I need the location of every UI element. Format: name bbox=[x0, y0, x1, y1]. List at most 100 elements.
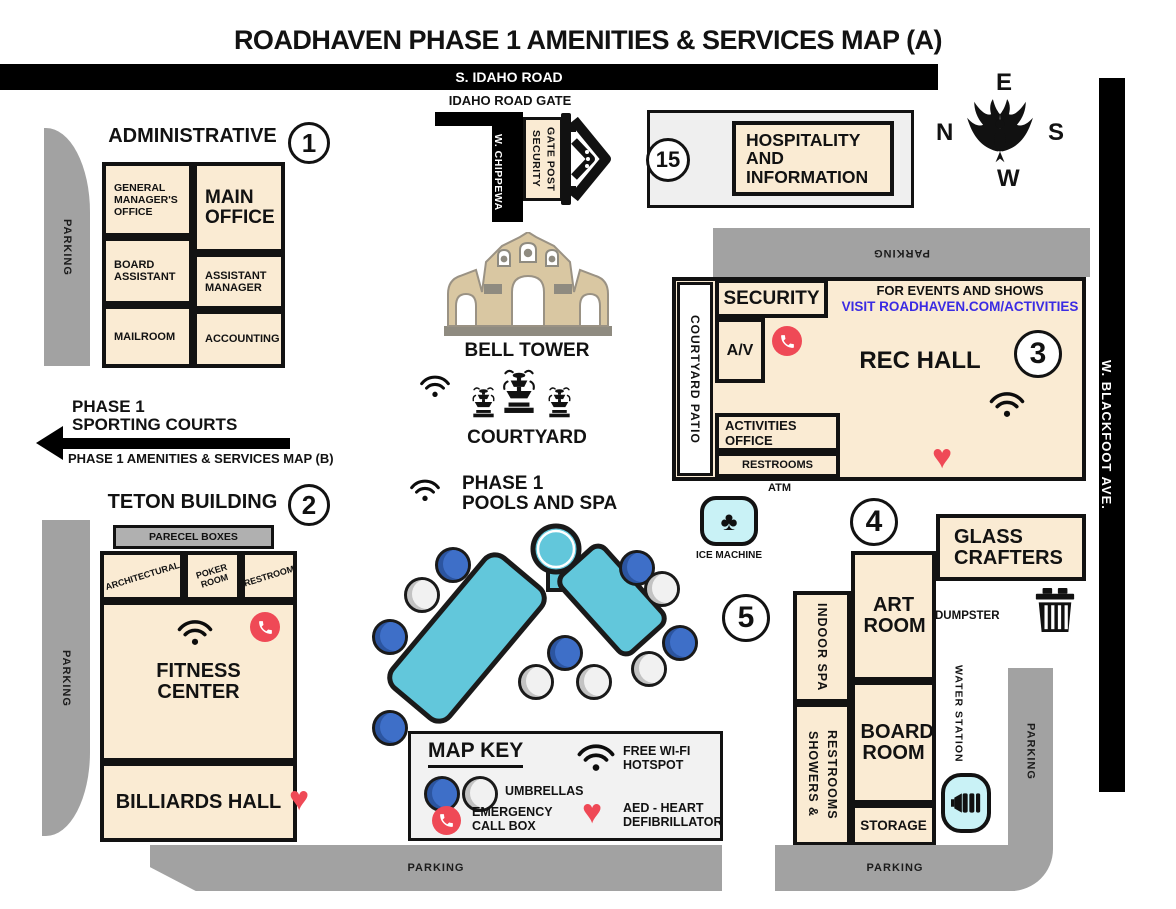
blackfoot-ave: W. BLACKFOOT AVE. bbox=[1099, 78, 1125, 792]
room-mailroom: MAILROOM bbox=[102, 305, 193, 368]
room-storage-label: STORAGE bbox=[860, 817, 927, 833]
room-board-room-label: BOARD ROOM bbox=[860, 720, 934, 764]
events-line2: VISIT ROADHAVEN.COM/ACTIVITIES bbox=[841, 299, 1079, 314]
map-key-wifi-label: FREE WI-FI HOTSPOT bbox=[623, 744, 691, 772]
room-glass-crafters: GLASS CRAFTERS bbox=[936, 514, 1086, 581]
spa bbox=[530, 523, 582, 575]
sporting-courts-line1: PHASE 1 bbox=[72, 397, 145, 416]
east-number-4-text: 4 bbox=[865, 505, 883, 538]
umbrella-blue bbox=[372, 710, 408, 746]
pools-and-spa bbox=[387, 523, 667, 724]
ice-machine-icon: ♣ bbox=[720, 506, 738, 536]
parking-teton-west-label: PARKING bbox=[60, 649, 72, 707]
chippewa-road: W. CHIPPEWA bbox=[492, 112, 523, 222]
east-number-5: 5 bbox=[722, 594, 770, 642]
administrative-title: ADMINISTRATIVE bbox=[108, 125, 277, 147]
teton-number-text: 2 bbox=[301, 489, 317, 520]
map-key-emergency-label: EMERGENCY CALL BOX bbox=[472, 805, 553, 833]
pools-label-line2: POOLS AND SPA bbox=[462, 493, 618, 514]
room-teton-restroom-label: RESTROOM bbox=[242, 563, 296, 589]
room-rec-restrooms-label: RESTROOMS bbox=[742, 459, 813, 471]
parking-bottom-left: PARKING bbox=[150, 845, 722, 891]
courtyard-patio: COURTYARD PATIO bbox=[677, 282, 713, 476]
room-billiards-label: BILLIARDS HALL bbox=[115, 790, 282, 813]
umbrella-blue bbox=[547, 635, 583, 671]
room-poker-label: POKER ROOM bbox=[194, 561, 229, 590]
room-billiards-hall: BILLIARDS HALL bbox=[100, 762, 297, 842]
room-accounting-label: ACCOUNTING bbox=[205, 333, 280, 345]
room-art-room: ART ROOM bbox=[851, 551, 936, 681]
room-architectural-label: ARCHITECTURAL bbox=[103, 559, 181, 593]
sporting-courts-arrow bbox=[60, 438, 290, 449]
parking-rec-hall: PARKING bbox=[713, 228, 1090, 277]
sporting-courts-arrowhead bbox=[36, 426, 63, 460]
page-title: ROADHAVEN PHASE 1 AMENITIES & SERVICES M… bbox=[233, 25, 943, 55]
umbrella-white bbox=[518, 664, 554, 700]
parking-east-vertical-label: PARKING bbox=[1024, 723, 1037, 780]
map-key-umbrella-white bbox=[462, 776, 498, 812]
wifi-icon-fitness bbox=[177, 620, 213, 645]
umbrella-white bbox=[576, 664, 612, 700]
emergency-callbox-icon-rec-hall bbox=[772, 326, 802, 356]
rec-hall-number-text: 3 bbox=[1029, 337, 1047, 370]
room-glass-crafters-label: GLASS CRAFTERS bbox=[954, 525, 1063, 569]
blackfoot-ave-label: W. BLACKFOOT AVE. bbox=[1099, 360, 1114, 510]
compass-w: W bbox=[997, 165, 1020, 192]
security-gate-post: SECURITY GATE POST bbox=[523, 117, 563, 201]
security-gate-post-label: SECURITY GATE POST bbox=[530, 126, 557, 192]
fountain-icon-small-left bbox=[472, 387, 495, 418]
room-storage: STORAGE bbox=[851, 804, 936, 846]
ice-machine: ♣ bbox=[700, 496, 758, 546]
idaho-road-label: S. IDAHO ROAD bbox=[455, 69, 563, 85]
room-security-label: SECURITY bbox=[723, 287, 820, 309]
compass-n: N bbox=[936, 119, 954, 146]
umbrella-white bbox=[631, 651, 667, 687]
fountain-icon-small-right bbox=[548, 387, 571, 418]
water-station bbox=[941, 773, 991, 833]
emergency-callbox-icon-fitness bbox=[250, 612, 280, 642]
room-assistant-manager: ASSISTANT MANAGER bbox=[193, 253, 285, 310]
aed-heart-icon-key: ♥ bbox=[582, 793, 603, 831]
room-rec-restrooms: RESTROOMS bbox=[715, 452, 840, 478]
east-number-4: 4 bbox=[850, 498, 898, 546]
dumpster-icon bbox=[1035, 588, 1075, 633]
ornamental-gate-icon bbox=[561, 113, 611, 205]
room-indoor-spa: INDOOR SPA bbox=[793, 591, 851, 703]
wifi-icon-courtyard bbox=[420, 375, 450, 397]
umbrella-white bbox=[404, 577, 440, 613]
hospitality-room: HOSPITALITY AND INFORMATION bbox=[732, 121, 894, 196]
idaho-road: S. IDAHO ROAD bbox=[0, 64, 938, 90]
map-key-umbrellas-label: UMBRELLAS bbox=[505, 784, 584, 798]
atm-label: ATM bbox=[768, 482, 792, 494]
map-b-reference: PHASE 1 AMENITIES & SERVICES MAP (B) bbox=[68, 451, 334, 466]
dumpster-label: DUMPSTER bbox=[935, 610, 1000, 622]
parking-bottom-left-label: PARKING bbox=[407, 862, 465, 874]
chippewa-road-label: W. CHIPPEWA bbox=[492, 133, 504, 211]
wifi-icon-rec-hall bbox=[989, 392, 1025, 417]
room-gm-label: GENERAL MANAGER'S OFFICE bbox=[114, 181, 178, 218]
room-architectural: ARCHITECTURAL bbox=[100, 551, 184, 601]
room-showers-label: SHOWERS & RESTROOMS bbox=[806, 729, 839, 820]
parking-admin-west: PARKING bbox=[44, 128, 90, 366]
events-line1: FOR EVENTS AND SHOWS bbox=[876, 283, 1044, 298]
umbrella-blue bbox=[662, 625, 698, 661]
ice-machine-label: ICE MACHINE bbox=[695, 550, 763, 561]
parking-bottom-right-label: PARKING bbox=[866, 862, 924, 874]
wifi-icon-pools bbox=[410, 479, 440, 501]
room-main-office-label: MAIN OFFICE bbox=[205, 187, 275, 228]
administrative-number-text: 1 bbox=[301, 127, 317, 158]
room-security: SECURITY bbox=[715, 279, 828, 318]
administrative-number-1: 1 bbox=[288, 122, 330, 164]
wifi-icon-key bbox=[577, 744, 615, 771]
fountain-icon-large bbox=[503, 369, 535, 413]
parking-east-vertical: PARKING bbox=[1008, 668, 1053, 891]
room-av-label: A/V bbox=[726, 341, 754, 359]
main-pool bbox=[387, 552, 547, 724]
room-main-office: MAIN OFFICE bbox=[193, 162, 285, 253]
room-general-managers-office: GENERAL MANAGER'S OFFICE bbox=[102, 162, 193, 237]
parking-teton-west: PARKING bbox=[42, 520, 90, 836]
hospitality-label: HOSPITALITY AND INFORMATION bbox=[746, 129, 869, 187]
map-key-aed-label: AED - HEART DEFIBRILLATOR bbox=[623, 801, 723, 829]
teton-title: TETON BUILDING bbox=[107, 491, 278, 513]
water-station-icon bbox=[951, 793, 981, 813]
